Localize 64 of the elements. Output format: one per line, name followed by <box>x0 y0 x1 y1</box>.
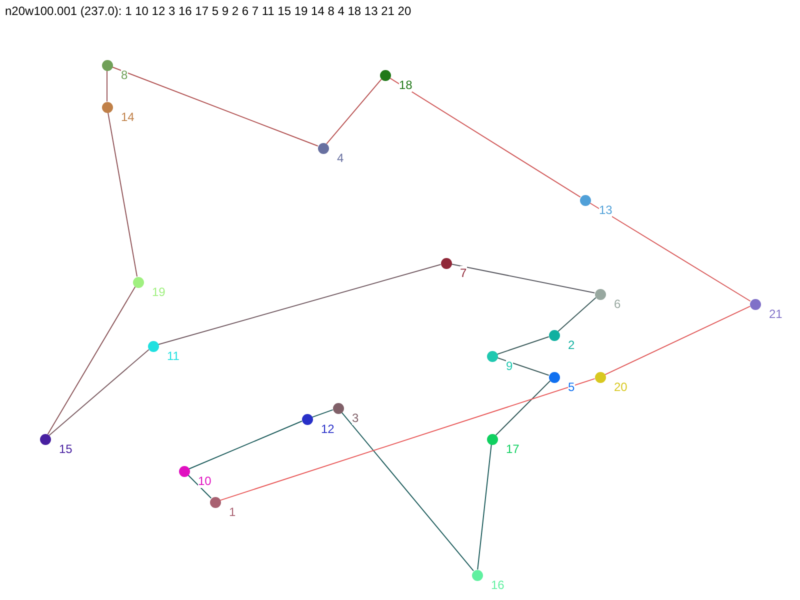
city-dot <box>102 102 112 112</box>
city-dot <box>580 194 590 206</box>
city-dot <box>210 496 220 508</box>
city-number: 3 <box>352 411 359 425</box>
tour-line <box>589 202 751 302</box>
city-dot <box>750 298 760 310</box>
tour-line <box>106 70 108 102</box>
city-number: 12 <box>321 422 334 436</box>
city-dot <box>380 70 390 80</box>
tour-line <box>188 420 302 470</box>
tour-line <box>496 357 550 376</box>
city-number: 16 <box>491 578 504 592</box>
tour-line <box>158 264 442 345</box>
tour-line <box>107 112 138 278</box>
diagram-title: n20w100.001 (237.0): 1 10 12 3 16 17 5 9 2 6 7 11 15 19 14 8 4 18 13 21 20 <box>5 4 412 18</box>
city-dot <box>594 288 606 300</box>
city-number: 14 <box>121 110 134 124</box>
city-number: 8 <box>121 68 128 82</box>
tour-line <box>495 380 551 436</box>
tour-line <box>389 77 581 198</box>
tour-line <box>604 306 751 376</box>
city-number: 7 <box>460 266 467 280</box>
city-dot <box>332 402 344 414</box>
city-dot <box>132 276 144 288</box>
city-dot <box>472 570 482 580</box>
city-dot <box>102 60 112 70</box>
city-dot <box>548 330 560 340</box>
city-dot <box>178 466 190 476</box>
tour-line <box>187 474 212 499</box>
city-number: 4 <box>337 151 344 165</box>
tour-line <box>477 444 492 570</box>
city-dot <box>486 350 498 362</box>
tour-line <box>341 412 474 572</box>
city-dot <box>318 142 328 154</box>
tour-line <box>450 264 596 294</box>
tour-line <box>47 286 136 435</box>
city-number: 1 <box>229 505 236 519</box>
city-number: 10 <box>198 474 212 488</box>
city-number: 11 <box>167 349 180 363</box>
city-dot <box>148 340 158 352</box>
city-number: 21 <box>769 307 782 321</box>
city-dot <box>594 372 606 382</box>
city-number: 18 <box>399 78 412 92</box>
city-dot <box>548 372 560 382</box>
city-number: 15 <box>59 442 72 456</box>
city-number: 13 <box>599 203 612 217</box>
city-dot <box>486 434 498 444</box>
city-number: 2 <box>568 338 575 352</box>
tour-line <box>326 78 382 144</box>
tour-line <box>496 336 550 355</box>
city-dot <box>40 434 50 444</box>
tour-line <box>220 378 596 501</box>
tour-line <box>48 349 150 436</box>
city-number: 9 <box>506 359 513 373</box>
city-number: 20 <box>614 380 628 394</box>
tour-line <box>112 66 318 147</box>
city-number: 6 <box>614 297 621 311</box>
tour-line <box>558 297 596 332</box>
city-number: 17 <box>506 442 520 456</box>
tour-line <box>312 409 334 418</box>
city-number: 5 <box>568 380 575 394</box>
city-dot <box>302 414 312 424</box>
city-dot <box>440 258 452 268</box>
city-number: 19 <box>152 285 166 299</box>
